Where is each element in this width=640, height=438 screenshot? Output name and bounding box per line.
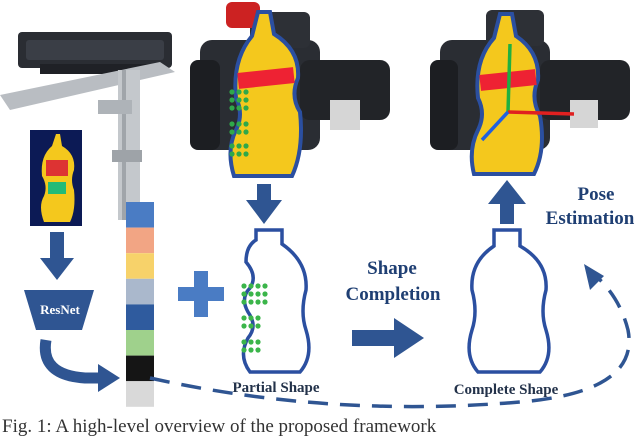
partial-shape: [241, 228, 311, 374]
complete-shape-label: Complete Shape: [453, 382, 559, 398]
figure-caption: Fig. 1: A high-level overview of the pro…: [2, 416, 437, 437]
arrow-to-feature-vector: [39, 339, 120, 392]
rgb-bottle-image: [30, 130, 82, 226]
feature-vector: [126, 202, 154, 407]
tactile-points: [229, 89, 249, 157]
robot-hand-grasp-image: [190, 2, 390, 178]
axis-y: [506, 43, 512, 113]
complete-shape: [467, 228, 551, 374]
resnet-block: [24, 290, 94, 330]
arrow-to-pose: [488, 180, 526, 224]
depth-camera-icon: [0, 32, 175, 220]
feature-vector-cell: [126, 202, 154, 228]
dashed-feature-to-pose: [149, 274, 631, 409]
axis-z: [480, 110, 510, 142]
feature-vector-cell: [126, 278, 154, 305]
feature-vector-cell: [126, 330, 154, 356]
feature-vector-cell: [126, 227, 154, 254]
feature-vector-cell: [126, 381, 154, 407]
pose-estimate-image: [430, 10, 630, 176]
arrow-to-partial-shape: [246, 184, 282, 224]
feature-vector-cell: [126, 355, 154, 382]
plus-icon: [178, 271, 224, 317]
feature-vector-cell: [126, 304, 154, 330]
feature-vector-cell: [126, 253, 154, 279]
resnet-label: ResNet: [40, 302, 80, 317]
axis-x: [507, 110, 575, 116]
pose-estimation-label-line2: Estimation: [545, 208, 635, 229]
arrow-to-resnet: [40, 232, 74, 280]
shape-completion-label-line2: Completion: [345, 284, 441, 305]
dashed-arrow-head: [584, 264, 604, 290]
partial-shape-label: Partial Shape: [232, 380, 320, 396]
arrow-shape-completion: [352, 318, 424, 358]
shape-completion-label-line1: Shape: [367, 258, 417, 279]
pose-estimation-label-line1: Pose: [577, 184, 615, 205]
